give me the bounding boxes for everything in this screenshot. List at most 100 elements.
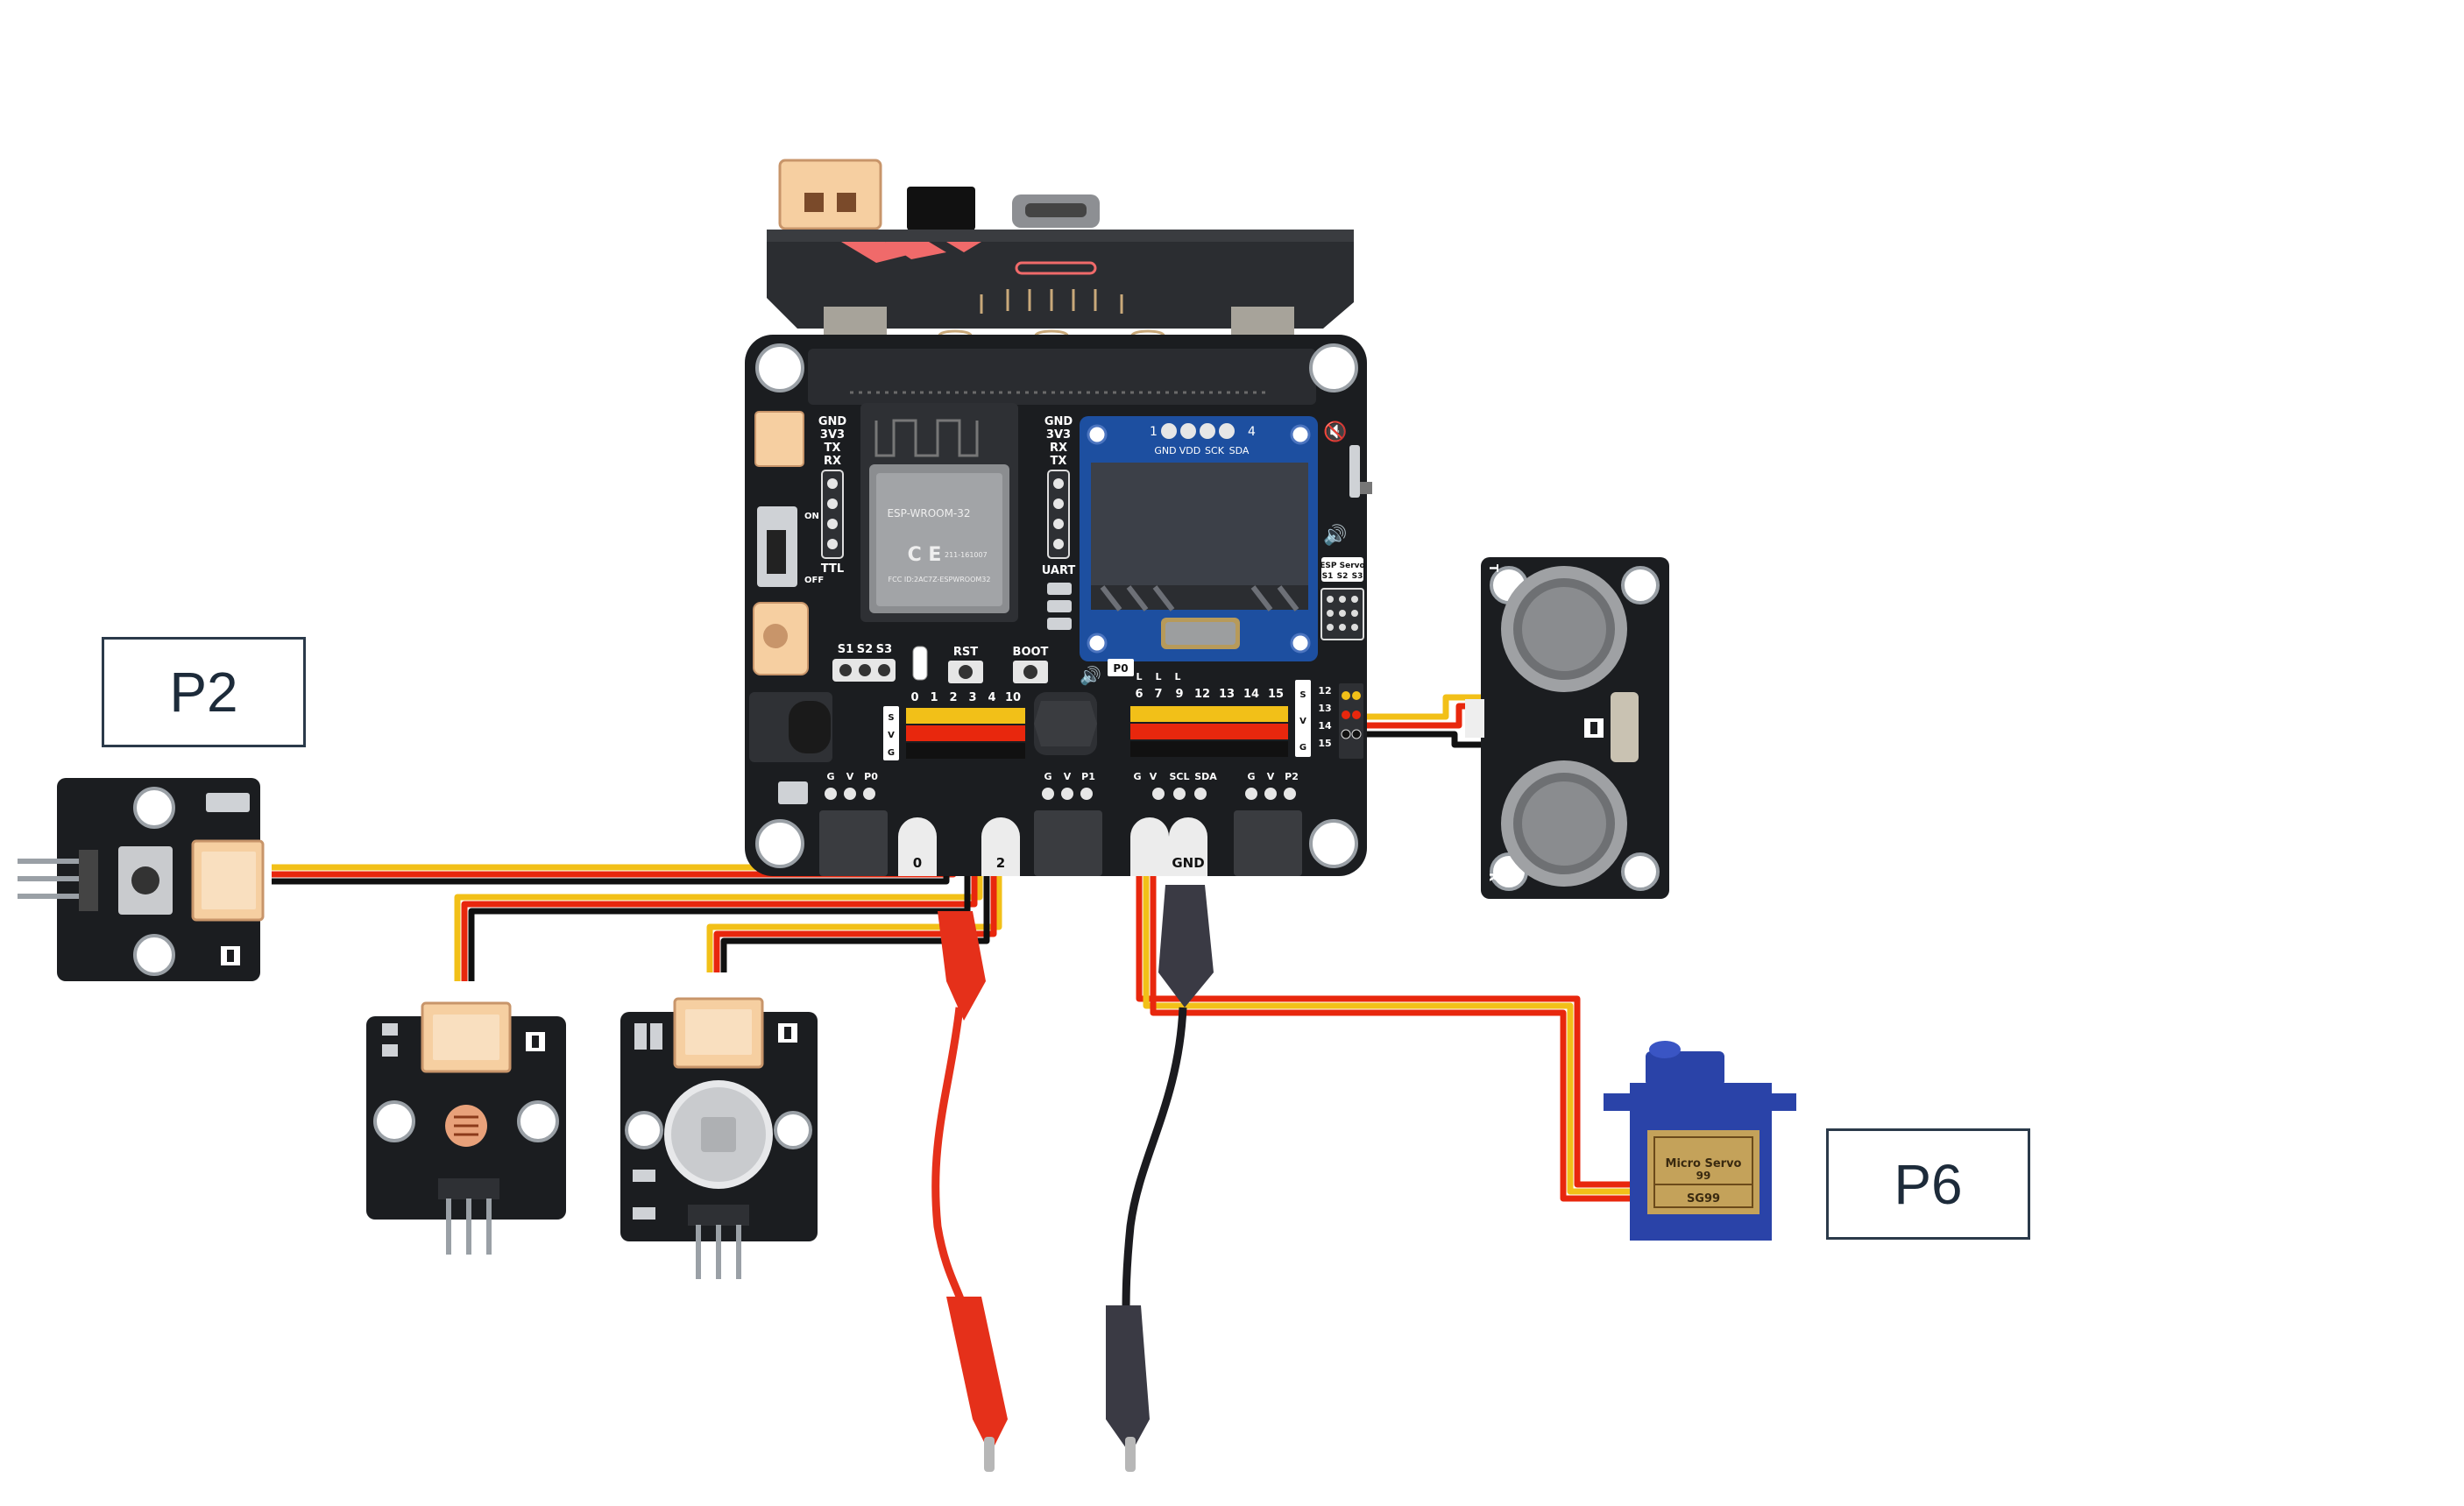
right-s-label: S [1299,690,1306,700]
left-v-label: V [888,731,895,740]
l-mark-1: L [1136,671,1142,682]
port-p2-v: V [1267,771,1275,782]
port-p0-g: G [826,771,834,782]
servo-pin-s3: S3 [1352,572,1363,581]
side-pin-12: 12 [1318,685,1331,696]
edge-pads: 0 2 GND [898,817,1207,876]
uart-gnd: GND [1044,415,1073,428]
left-pin-bank: 0 1 2 3 4 10 S V G [883,691,1025,760]
oled-pin-sck: SCK [1205,445,1225,456]
right-v-label: V [1299,717,1306,726]
module-id: 211-161007 [945,551,988,559]
uart-label: UART [1042,564,1076,577]
port-p1-v: V [1064,771,1072,782]
rst-label: RST [953,646,978,659]
left-s-label: S [888,713,894,723]
uart-rx: RX [1050,442,1067,455]
power-gnd: GND [818,415,847,428]
port-p0-p0: P0 [864,771,878,782]
esp-servo-label: ESP Servo [1320,562,1364,570]
l-mark-2: L [1155,671,1161,682]
pin-10-label: 10 [1005,691,1021,704]
oled-pin-first: 1 [1150,425,1158,439]
pin-14-label: 14 [1243,688,1259,701]
side-pin-14: 14 [1318,720,1332,732]
ultrasonic-wire [1367,694,1481,748]
ultrasonic-module: T R [1465,557,1669,899]
port-i2c-sda: SDA [1194,771,1217,782]
uart-tx: TX [1051,455,1067,468]
edge-0-label: 0 [913,855,922,871]
power-rx: RX [824,455,841,468]
port-i2c-g: G [1133,771,1141,782]
pin-0-label: 0 [910,691,918,704]
port-i2c-scl: SCL [1169,771,1189,782]
ttl-label: TTL [821,562,844,576]
gas-sensor-module [620,997,818,1279]
uart-3v3: 3V3 [1046,428,1071,442]
p6-callout: P6 [1826,1128,2030,1240]
micro-servo: Micro Servo 99 SG99 [1604,1041,1796,1241]
s2-label: S2 [857,643,873,656]
side-pin-13: 13 [1318,703,1331,714]
mute-icon: 🔇 [1323,421,1347,443]
right-g-label: G [1299,743,1306,753]
switch-on-label: ON [804,512,819,521]
black-alligator-clip [1106,885,1214,1472]
edge-2-label: 2 [996,855,1005,871]
p2-callout: P2 [102,637,306,747]
port-p2-p2: P2 [1285,771,1299,782]
oled-pin-last: 4 [1248,425,1256,439]
slide-switch[interactable] [1349,445,1372,498]
servo-pin-s2: S2 [1337,572,1349,581]
pin-2-label: 2 [949,691,957,704]
bottom-ports: G V P0 G V P1 G V SCL SDA G V P2 [826,771,1298,782]
black-clip-lead [1122,1007,1187,1315]
servo-pin-s1: S1 [1322,572,1334,581]
rst-button[interactable]: RST [948,646,983,683]
pin-13-label: 13 [1219,688,1235,701]
pin-4-label: 4 [988,691,995,704]
power-switch[interactable]: ON OFF [757,506,824,587]
red-clip-lead [931,1007,968,1315]
module-cert: FCC ID:2AC7Z-ESPWROOM32 [889,576,991,583]
pin-12-label: 12 [1194,688,1210,701]
servo-label-line3: SG99 [1687,1192,1720,1206]
pin-6-label: 6 [1135,688,1143,701]
s-buttons[interactable]: S1 S2 S3 [832,643,896,682]
red-alligator-clip [938,911,1008,1472]
boot-button[interactable]: BOOT [1013,646,1049,683]
port-p1-g: G [1044,771,1051,782]
servo-label-line1: Micro Servo [1666,1157,1742,1170]
button-module [18,778,265,981]
oled-display: 1 4 GND VDD SCK SDA [1080,416,1318,661]
p0-speaker-icon: 🔊 [1080,665,1101,686]
light-sensor-module [366,1001,566,1255]
power-header: GND 3V3 TX RX TTL [818,415,847,576]
s1-label: S1 [838,643,853,656]
servo-wire [1136,718,1630,1202]
ultrasonic-t-label: T [1486,564,1499,572]
power-3v3: 3V3 [820,428,845,442]
esp32-module: ESP-WROOM-32 C E 211-161007 FCC ID:2AC7Z… [860,403,1018,622]
top-connectors [778,159,1100,230]
ultrasonic-r-label: R [1486,873,1499,881]
servo-label-line2: 99 [1696,1170,1711,1182]
edge-gnd-label: GND [1172,855,1204,871]
pin-1-label: 1 [930,691,938,704]
port-p0-v: V [846,771,854,782]
oled-pin-sda: SDA [1229,445,1250,456]
port-i2c-v: V [1150,771,1158,782]
module-label: ESP-WROOM-32 [887,507,970,520]
oled-pin-vdd: VDD [1179,445,1200,456]
p0-label: P0 [1113,662,1128,675]
switch-off-label: OFF [804,576,824,585]
right-pin-bank: L L L 6 7 9 12 13 14 15 S V G [1130,671,1363,759]
svg-text:C E: C E [908,544,942,566]
pin-3-label: 3 [968,691,976,704]
left-g-label: G [888,748,895,758]
esp-servo-header: ESP Servo S1 S2 S3 [1320,557,1365,640]
mounting-holes [755,343,1358,868]
expansion-board: ESP-WROOM-32 C E 211-161007 FCC ID:2AC7Z… [745,159,1372,876]
